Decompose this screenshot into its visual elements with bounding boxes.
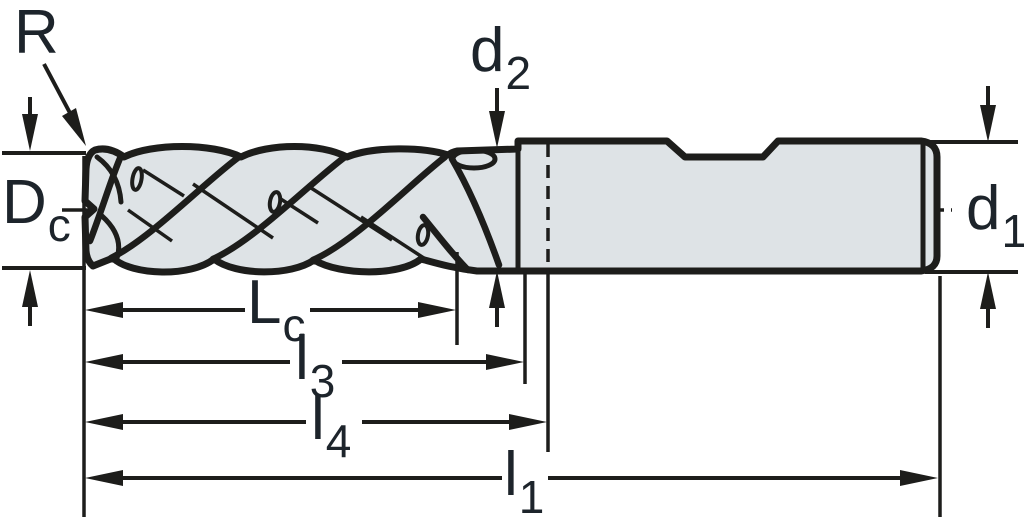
- flute-land-line: [360, 215, 434, 266]
- lc-arrowhead-left: [85, 302, 123, 318]
- gash-oval: [267, 190, 283, 214]
- flute-land-line: [307, 184, 393, 242]
- label-length-l3-main: l: [295, 324, 309, 393]
- label-length-l3-sub: 3: [309, 355, 336, 407]
- end-face-edge: [99, 213, 122, 261]
- dc-arrow-up-head: [22, 270, 38, 307]
- flute-edge: [86, 152, 125, 245]
- flute-edge: [209, 153, 349, 263]
- d1-arrow-up-head: [980, 272, 996, 309]
- label-shank-diameter-sub: 1: [1001, 205, 1024, 257]
- radius-leader-line: [42, 63, 72, 114]
- gash-oval: [130, 166, 144, 192]
- label-neck-diameter-sub: 2: [505, 47, 532, 99]
- label-cutting-diameter-sub: c: [47, 199, 71, 251]
- label-cutting-length-main: L: [247, 268, 282, 337]
- label-cutting-length-sub: c: [282, 299, 306, 351]
- lc-arrowhead-right: [418, 302, 456, 318]
- d2-arrow-up-head: [489, 271, 505, 308]
- label-corner-radius: R: [14, 2, 60, 64]
- d1-arrow-down-head: [980, 105, 996, 142]
- l4-arrowhead-right: [509, 414, 547, 430]
- label-neck-diameter-main: d: [470, 16, 505, 85]
- l1-arrowhead-left: [85, 470, 123, 486]
- label-shank-diameter-main: d: [966, 174, 1001, 243]
- radius-leader-arrowhead: [62, 108, 86, 146]
- flute-land-line: [192, 182, 274, 240]
- l4-arrowhead-left: [85, 414, 123, 430]
- flute-edge: [309, 153, 449, 264]
- flute-land-line: [126, 208, 174, 243]
- flute-runout-edge: [448, 155, 503, 269]
- end-face-edge: [94, 154, 124, 205]
- l3-arrowhead-right: [486, 354, 524, 370]
- tool-body: [81, 137, 941, 276]
- label-overall-length-main: l: [504, 440, 518, 509]
- label-cutting-diameter-main: D: [2, 168, 47, 237]
- flute-runout-edge: [419, 213, 472, 274]
- label-overall-length-sub: 1: [518, 471, 545, 523]
- gash-oval: [415, 223, 431, 247]
- label-corner-radius-main: R: [14, 0, 59, 67]
- label-length-l4-main: l: [311, 384, 325, 453]
- l1-arrowhead-right: [900, 470, 938, 486]
- label-length-l4-sub: 4: [325, 415, 352, 467]
- l3-arrowhead-left: [85, 354, 123, 370]
- flute-land-line: [142, 168, 185, 198]
- flute-runout-loop: [450, 147, 498, 171]
- d2-arrow-down-head: [489, 111, 505, 148]
- flute-edge: [107, 153, 243, 262]
- dc-arrow-down-head: [22, 114, 38, 151]
